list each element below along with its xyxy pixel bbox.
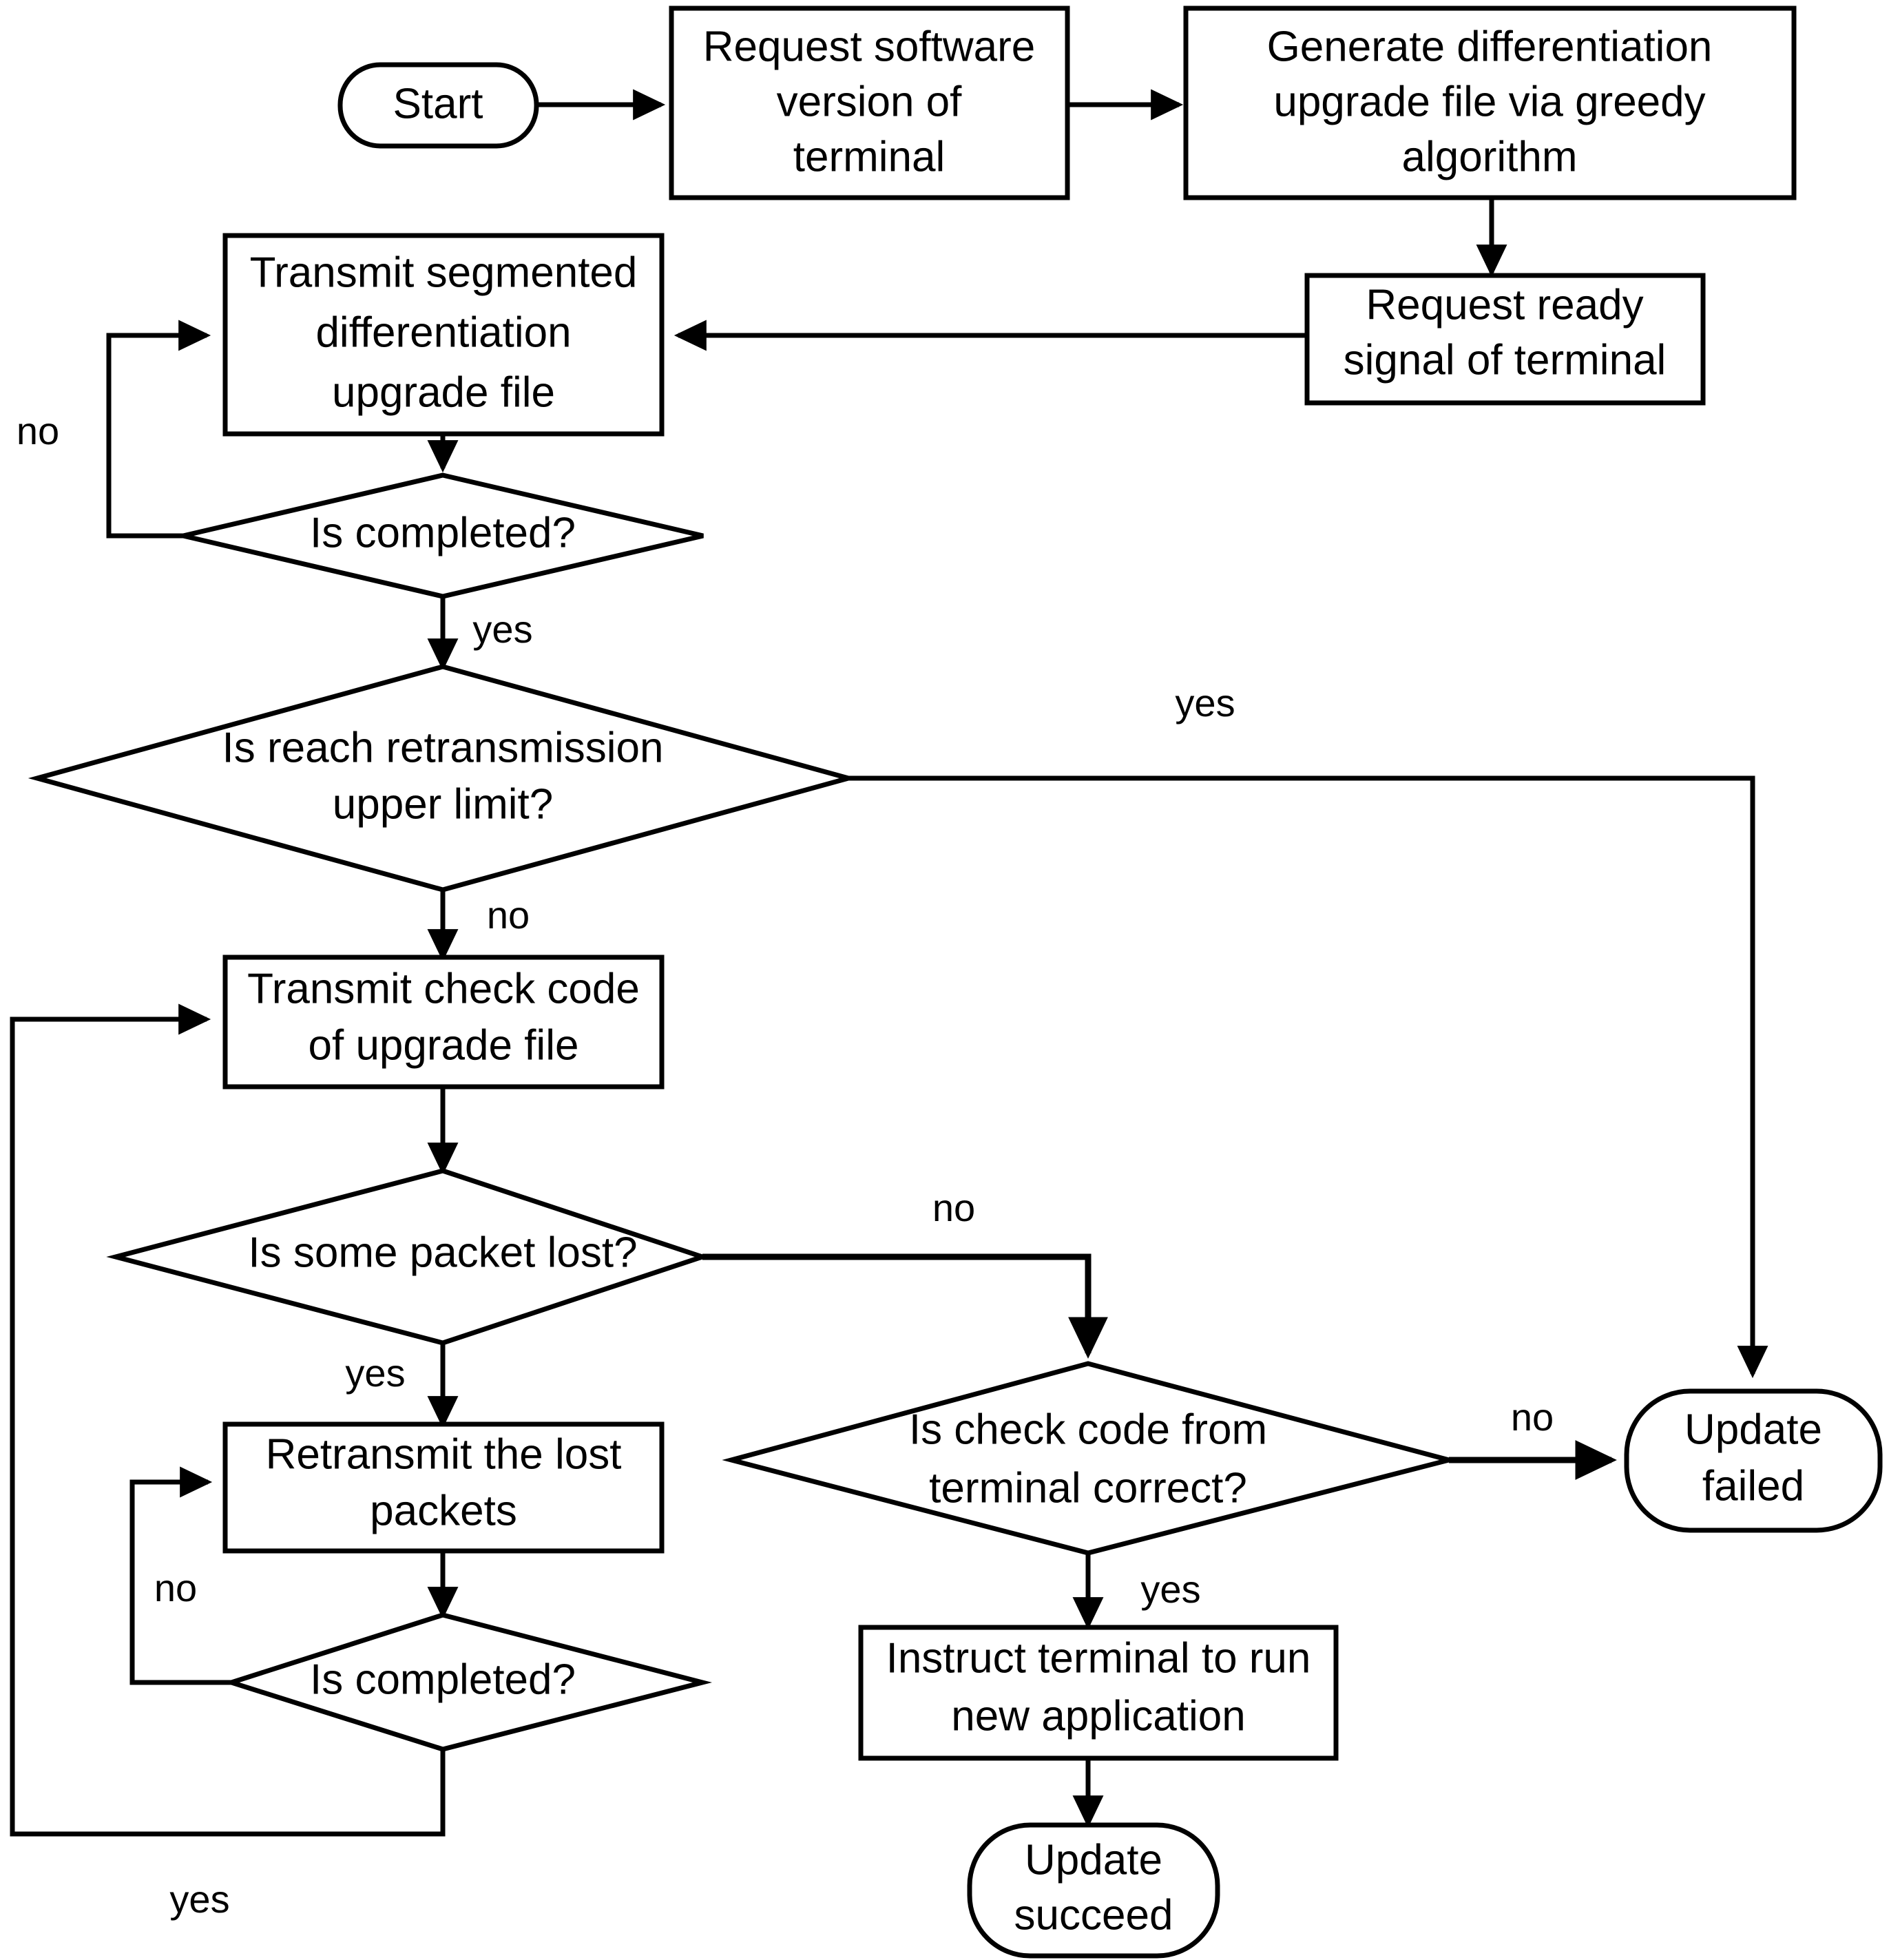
node-generate-file-line1: Generate differentiation xyxy=(1267,23,1713,70)
node-instruct-run-line1: Instruct terminal to run xyxy=(886,1634,1311,1682)
node-generate-file[interactable]: Generate differentiation upgrade file vi… xyxy=(1183,6,1797,200)
edge-label-is-reach-limit-yes: yes xyxy=(1175,681,1235,724)
node-is-packet-lost[interactable]: Is some packet lost? xyxy=(106,1168,711,1346)
node-transmit-segmented-line2: differentiation xyxy=(315,309,571,356)
node-is-completed-2-label: Is completed? xyxy=(310,1656,576,1703)
node-is-reach-limit-line2: upper limit? xyxy=(333,780,553,828)
node-is-completed-2[interactable]: Is completed? xyxy=(223,1612,712,1752)
edge-is-completed-2-yes-loop xyxy=(10,1003,446,1837)
node-transmit-check-code-line1: Transmit check code xyxy=(247,965,640,1012)
edge-label-is-check-code-no: no xyxy=(1511,1395,1554,1439)
node-update-failed-line2: failed xyxy=(1702,1462,1804,1510)
node-is-reach-limit[interactable]: Is reach retransmission upper limit? xyxy=(28,664,858,893)
node-transmit-segmented-line1: Transmit segmented xyxy=(250,249,638,296)
node-is-completed-1[interactable]: Is completed? xyxy=(182,472,704,599)
node-is-packet-lost-label: Is some packet lost? xyxy=(248,1229,637,1276)
edge-label-is-completed-2-no: no xyxy=(154,1566,197,1609)
edge-label-is-packet-lost-no: no xyxy=(932,1186,975,1229)
node-request-version-line3: terminal xyxy=(793,133,946,180)
node-update-failed-line1: Update xyxy=(1684,1406,1822,1453)
node-generate-file-line2: upgrade file via greedy xyxy=(1273,78,1705,125)
node-update-succeed-line1: Update xyxy=(1025,1836,1162,1884)
edge-label-is-completed-2-yes: yes xyxy=(169,1877,229,1921)
node-transmit-check-code[interactable]: Transmit check code of upgrade file xyxy=(222,955,665,1090)
edge-is-packet-lost-no xyxy=(702,1253,1108,1359)
node-update-succeed[interactable]: Update succeed xyxy=(967,1822,1220,1959)
edge-label-is-packet-lost-yes: yes xyxy=(345,1351,405,1395)
node-is-check-code-line2: terminal correct? xyxy=(929,1464,1247,1512)
edge-label-is-completed-1-no: no xyxy=(17,409,59,452)
node-is-check-code-line1: Is check code from xyxy=(909,1406,1267,1453)
node-instruct-run[interactable]: Instruct terminal to run new application xyxy=(858,1625,1339,1761)
edge-is-reach-limit-yes-to-update-failed xyxy=(848,775,1768,1379)
node-instruct-run-line2: new application xyxy=(951,1692,1245,1740)
node-retransmit-lost[interactable]: Retransmit the lost packets xyxy=(222,1421,665,1554)
edge-label-is-completed-1-yes: yes xyxy=(472,607,532,651)
node-transmit-check-code-line2: of upgrade file xyxy=(309,1021,579,1069)
node-request-version-line2: version of xyxy=(777,78,963,125)
node-request-version[interactable]: Request software version of terminal xyxy=(669,6,1070,200)
node-is-reach-limit-line1: Is reach retransmission xyxy=(222,724,664,771)
edge-is-completed-2-no-loop xyxy=(129,1466,234,1685)
node-retransmit-lost-line1: Retransmit the lost xyxy=(266,1430,622,1478)
node-start[interactable]: Start xyxy=(337,62,539,149)
node-is-check-code-correct[interactable]: Is check code from terminal correct? xyxy=(722,1361,1459,1556)
node-transmit-segmented[interactable]: Transmit segmented differentiation upgra… xyxy=(222,233,665,437)
node-request-version-line1: Request software xyxy=(703,23,1035,70)
node-start-label: Start xyxy=(393,80,483,127)
edge-label-is-reach-limit-no: no xyxy=(487,893,530,937)
node-update-failed[interactable]: Update failed xyxy=(1624,1388,1883,1533)
edge-is-completed-1-no-loop xyxy=(106,320,211,539)
node-generate-file-line3: algorithm xyxy=(1402,133,1578,180)
node-request-ready-line2: signal of terminal xyxy=(1344,336,1667,384)
node-transmit-segmented-line3: upgrade file xyxy=(332,368,555,416)
node-update-succeed-line2: succeed xyxy=(1014,1891,1173,1939)
edge-label-is-check-code-yes: yes xyxy=(1140,1567,1200,1611)
node-retransmit-lost-line2: packets xyxy=(370,1487,517,1534)
node-request-ready-line1: Request ready xyxy=(1366,281,1643,329)
node-is-completed-1-label: Is completed? xyxy=(310,509,576,556)
node-request-ready[interactable]: Request ready signal of terminal xyxy=(1304,273,1706,406)
